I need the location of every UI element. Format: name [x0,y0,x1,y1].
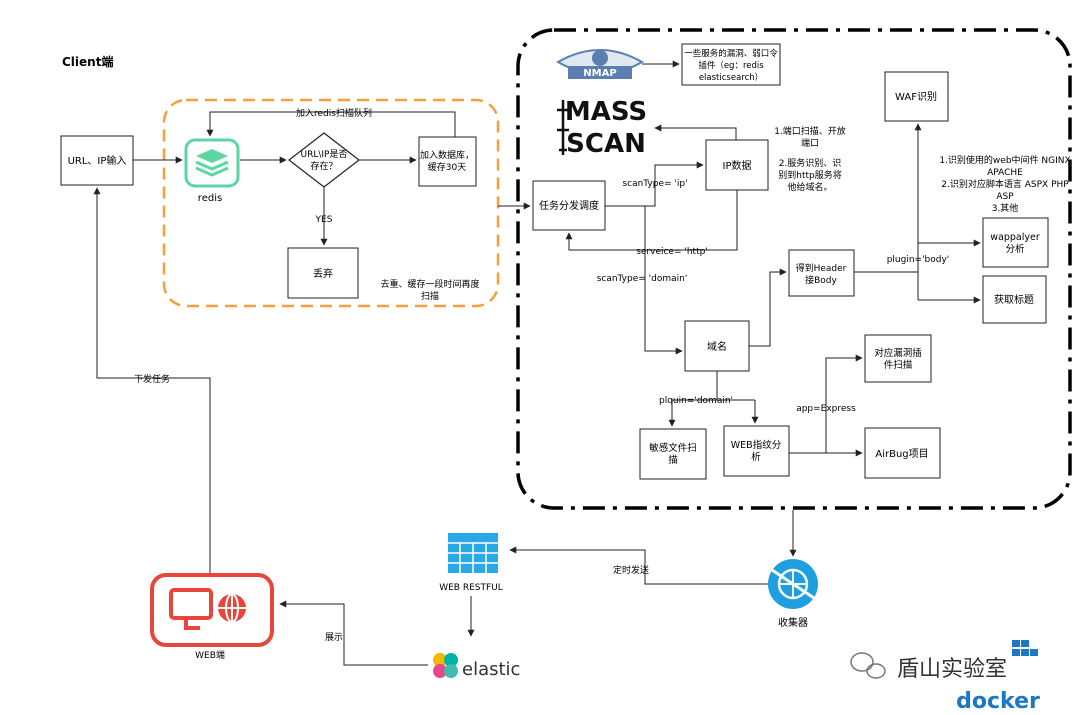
waf-box [884,71,949,122]
web-fingerprint-box [723,425,790,477]
domain-to-header-arrow [749,268,787,347]
elastic-to-webend-arrow [279,600,428,666]
wappalyer-box [982,217,1049,268]
exists-decision-text-2: 存在？ [310,160,337,172]
redis-icon [184,138,240,188]
get-title-text: 获取标题 [994,294,1034,306]
service-http-label: serveice= 'http' [636,247,708,257]
watermark-text: 盾山实验室 [897,657,1007,682]
app-express-label: app=Express [796,404,856,414]
client-label: Client端 [62,54,113,69]
waf-note-1: 1.识别使用的web中间件 NGINX [939,154,1070,166]
scan-type-ip-label: scanType= 'ip' [622,179,687,189]
waf-text: WAF识别 [895,91,937,103]
docker-logo [1012,640,1038,656]
server-region [516,28,1072,510]
web-fingerprint-text-1: WEB指纹分 [731,439,782,451]
display-label: 展示 [325,632,343,643]
port-scan-note-2: 端口 [801,137,819,149]
web-restful-label: WEB RESTFUL [439,583,503,593]
airbug-box [864,427,941,479]
vuln-plugin-text-1: 对应漏洞插 [874,347,922,359]
sensitive-file-text-1: 敏感文件扫 [649,442,697,454]
ipdata-to-masscan-arrow [654,124,737,140]
wappalyer-text-2: 分析 [1005,243,1025,255]
url-input-text: URL、IP输入 [68,154,127,167]
cache-region [162,98,500,308]
restful-table-icon [448,533,498,573]
task-dispatch-text: 任务分发调度 [539,199,599,212]
plugin-note-box [681,43,781,86]
exists-decision-text-1: URL\IP是否 [301,149,348,160]
service-id-note-3: 他给域名。 [787,181,832,193]
discard-box [287,247,359,299]
ip-data-box [705,139,769,191]
masscan-logo: MASS SCAN [557,97,647,159]
ip-data-text: IP数据 [723,159,752,172]
add-db-box [418,136,477,187]
nmap-logo: NMAP [555,49,645,79]
add-db-text-2: 缓存30天 [428,161,466,173]
waf-note-2: APACHE [987,168,1023,178]
issue-task-arrow [93,187,211,573]
queue-feedback-arrow [206,111,456,137]
dispatch-to-domain-arrow [644,206,683,355]
service-id-note-1: 2.服务识别、识 [779,157,842,169]
discard-text: 丢弃 [313,267,333,280]
collector-icon [768,559,818,609]
collector-label: 收集器 [778,616,808,629]
web-fingerprint-text-2: 析 [751,451,761,463]
airbug-text: AirBug项目 [875,448,928,460]
task-dispatch-box [532,180,606,231]
vuln-plugin-text-2: 件扫描 [884,359,913,371]
waf-note-4: ASP [996,192,1014,202]
sensitive-file-text-2: 描 [668,454,678,466]
url-input-box [60,135,134,186]
queue-label: 加入redis扫描队列 [296,107,372,119]
vuln-plugin-box [864,334,932,383]
get-header-text-1: 得到Header [796,262,847,274]
wappalyer-text-1: wappalyer [990,232,1040,243]
plugin-note-3: elasticsearch） [699,72,763,83]
service-id-note-2: 别到http服务将 [778,169,841,181]
elastic-text: elastic [462,659,520,680]
timed-send-label: 定时发送 [613,564,649,576]
http-feedback-arrow [565,190,738,251]
nmap-text: NMAP [583,68,616,79]
elastic-logo [433,653,458,678]
web-end-icon [150,573,274,647]
plugin-note-2: 插件（eg：redis [698,60,764,71]
wechat-icon [850,652,886,679]
issue-task-label: 下发任务 [134,373,170,385]
exists-decision-diamond [288,132,360,188]
get-header-text-2: 接Body [805,274,837,286]
web-end-label: WEB端 [195,649,225,661]
masscan-text-2: SCAN [566,129,646,159]
add-db-text-1: 加入数据库， [420,149,474,161]
dedupe-note-2: 扫描 [421,290,439,302]
masscan-text-1: MASS [565,97,647,127]
plugin-domain-label: plquin='domain' [659,396,733,406]
docker-text: docker [956,689,1040,714]
sensitive-file-box [639,428,707,480]
dispatch-to-ip-arrow [605,161,704,207]
domain-text: 域名 [707,340,727,353]
collector-to-restful-arrow [509,546,768,585]
yes-label: YES [315,215,333,225]
plugin-note-1: 一些服务的漏洞、弱口令 [684,48,778,59]
waf-note-5: 3.其他 [992,202,1019,214]
scan-type-domain-label: scanType= 'domain' [597,274,688,284]
webfp-to-vuln-arrow [825,354,863,453]
plugin-body-label: plugin='body' [887,255,950,265]
get-title-box [982,275,1047,324]
get-header-box [788,249,855,297]
redis-label: redis [198,193,222,204]
waf-note-3: 2.识别对应脚本语言 ASPX PHP [941,178,1069,190]
port-scan-note-1: 1.端口扫描、开放 [774,125,846,137]
dedupe-note-1: 去重、缓存一段时间再度 [380,278,479,290]
